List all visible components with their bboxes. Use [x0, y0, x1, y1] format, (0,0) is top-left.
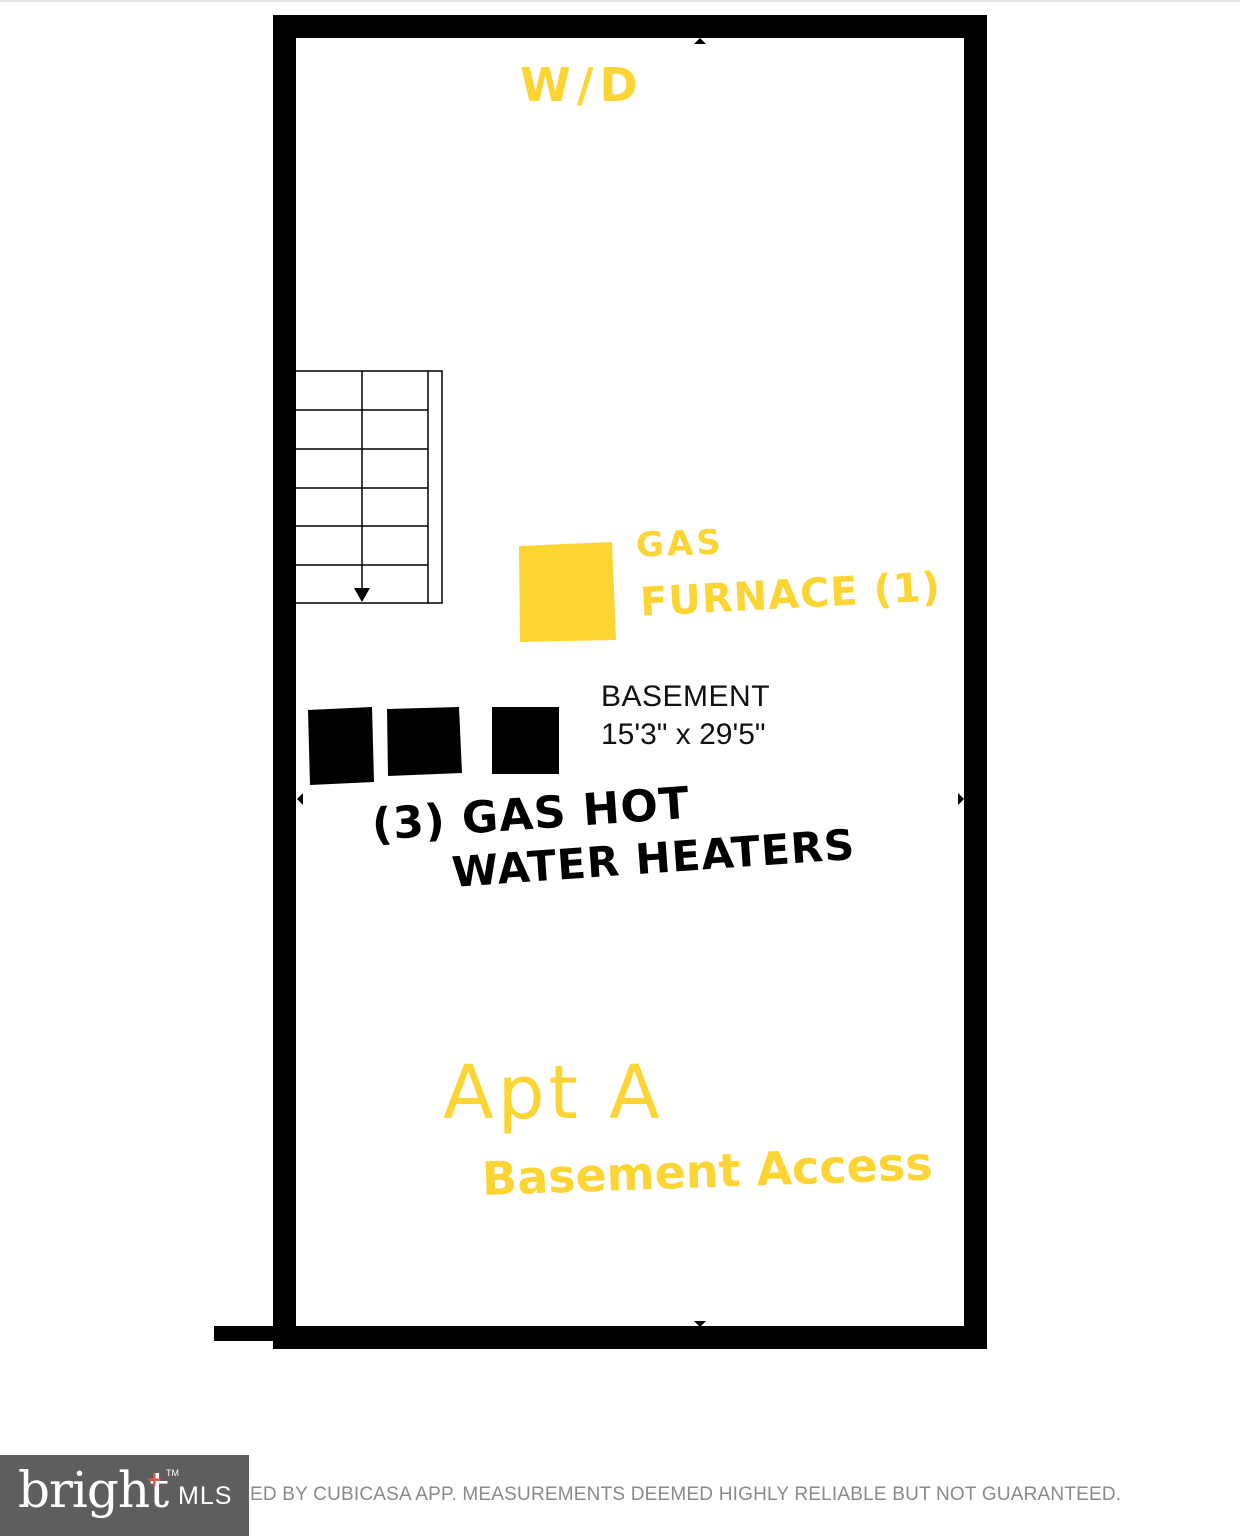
logo-plus-icon: +: [146, 1467, 163, 1491]
opening-marker-top: [694, 38, 706, 44]
water-heater-3: [492, 707, 559, 774]
unit-label: Apt A: [443, 1050, 664, 1136]
logo-wordmark: bright: [18, 1461, 169, 1519]
water-heater-1: [308, 707, 374, 785]
entry-wall-stub: [214, 1326, 276, 1341]
basement-walls: [273, 15, 987, 1349]
logo-trademark: TM: [166, 1468, 179, 1478]
staircase: [296, 370, 443, 604]
logo-mls-text: MLS: [178, 1482, 233, 1510]
opening-marker-left: [297, 793, 303, 805]
water-heater-2: [387, 707, 462, 776]
gas-furnace: [519, 542, 616, 642]
opening-marker-right: [958, 793, 964, 805]
bright-mls-logo: bright + TM MLS: [0, 1455, 249, 1536]
room-dimensions: 15'3" x 29'5": [601, 718, 766, 751]
washer-dryer-label: W/D: [520, 58, 644, 112]
furnace-label-line1: GAS: [635, 522, 725, 566]
stair-railing: [427, 370, 443, 604]
measurement-disclaimer: ED BY CUBICASA APP. MEASUREMENTS DEEMED …: [250, 1484, 1122, 1505]
room-name: BASEMENT: [601, 680, 771, 713]
stair-direction-arrow: [354, 588, 370, 602]
page-top-border: [0, 0, 1240, 2]
opening-marker-bottom: [694, 1321, 706, 1327]
